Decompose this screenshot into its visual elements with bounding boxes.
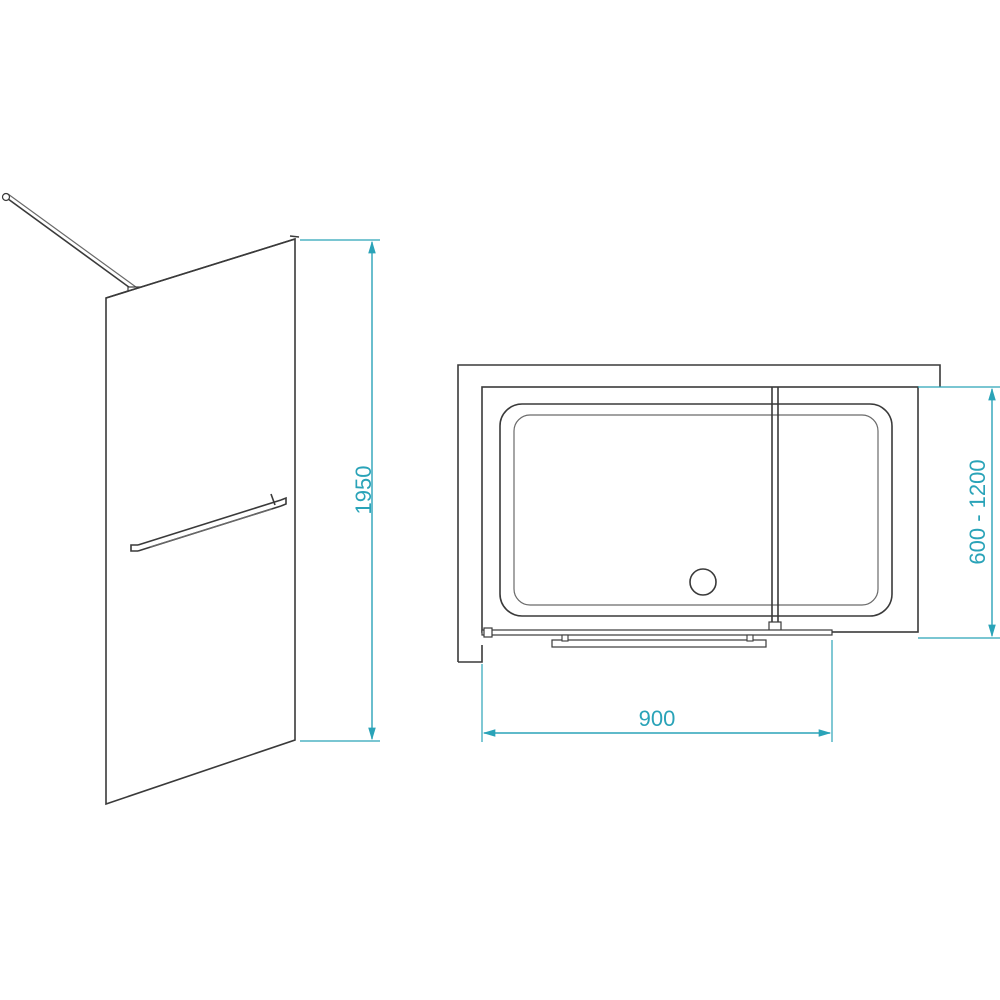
plan-glass-panel xyxy=(481,627,833,638)
height-dimension: 1950 xyxy=(300,239,380,742)
depth-label: 600 - 1200 xyxy=(965,459,990,564)
width-label: 900 xyxy=(639,706,676,731)
tray-basin xyxy=(499,403,893,617)
glass-panel-perspective: 1950 xyxy=(1,192,380,806)
shower-plan-view: 600 - 1200 900 xyxy=(457,364,1000,742)
towel-bar xyxy=(130,493,287,552)
height-label: 1950 xyxy=(351,466,376,515)
plan-support-bar xyxy=(768,387,782,633)
wall-support-bar xyxy=(1,192,141,297)
depth-dimension: 600 - 1200 xyxy=(918,386,1000,639)
drain-circle xyxy=(689,568,717,596)
plan-towel-bar xyxy=(551,634,767,648)
wall-outline xyxy=(457,364,941,663)
width-dimension: 900 xyxy=(481,640,833,742)
glass-panel xyxy=(105,235,300,806)
